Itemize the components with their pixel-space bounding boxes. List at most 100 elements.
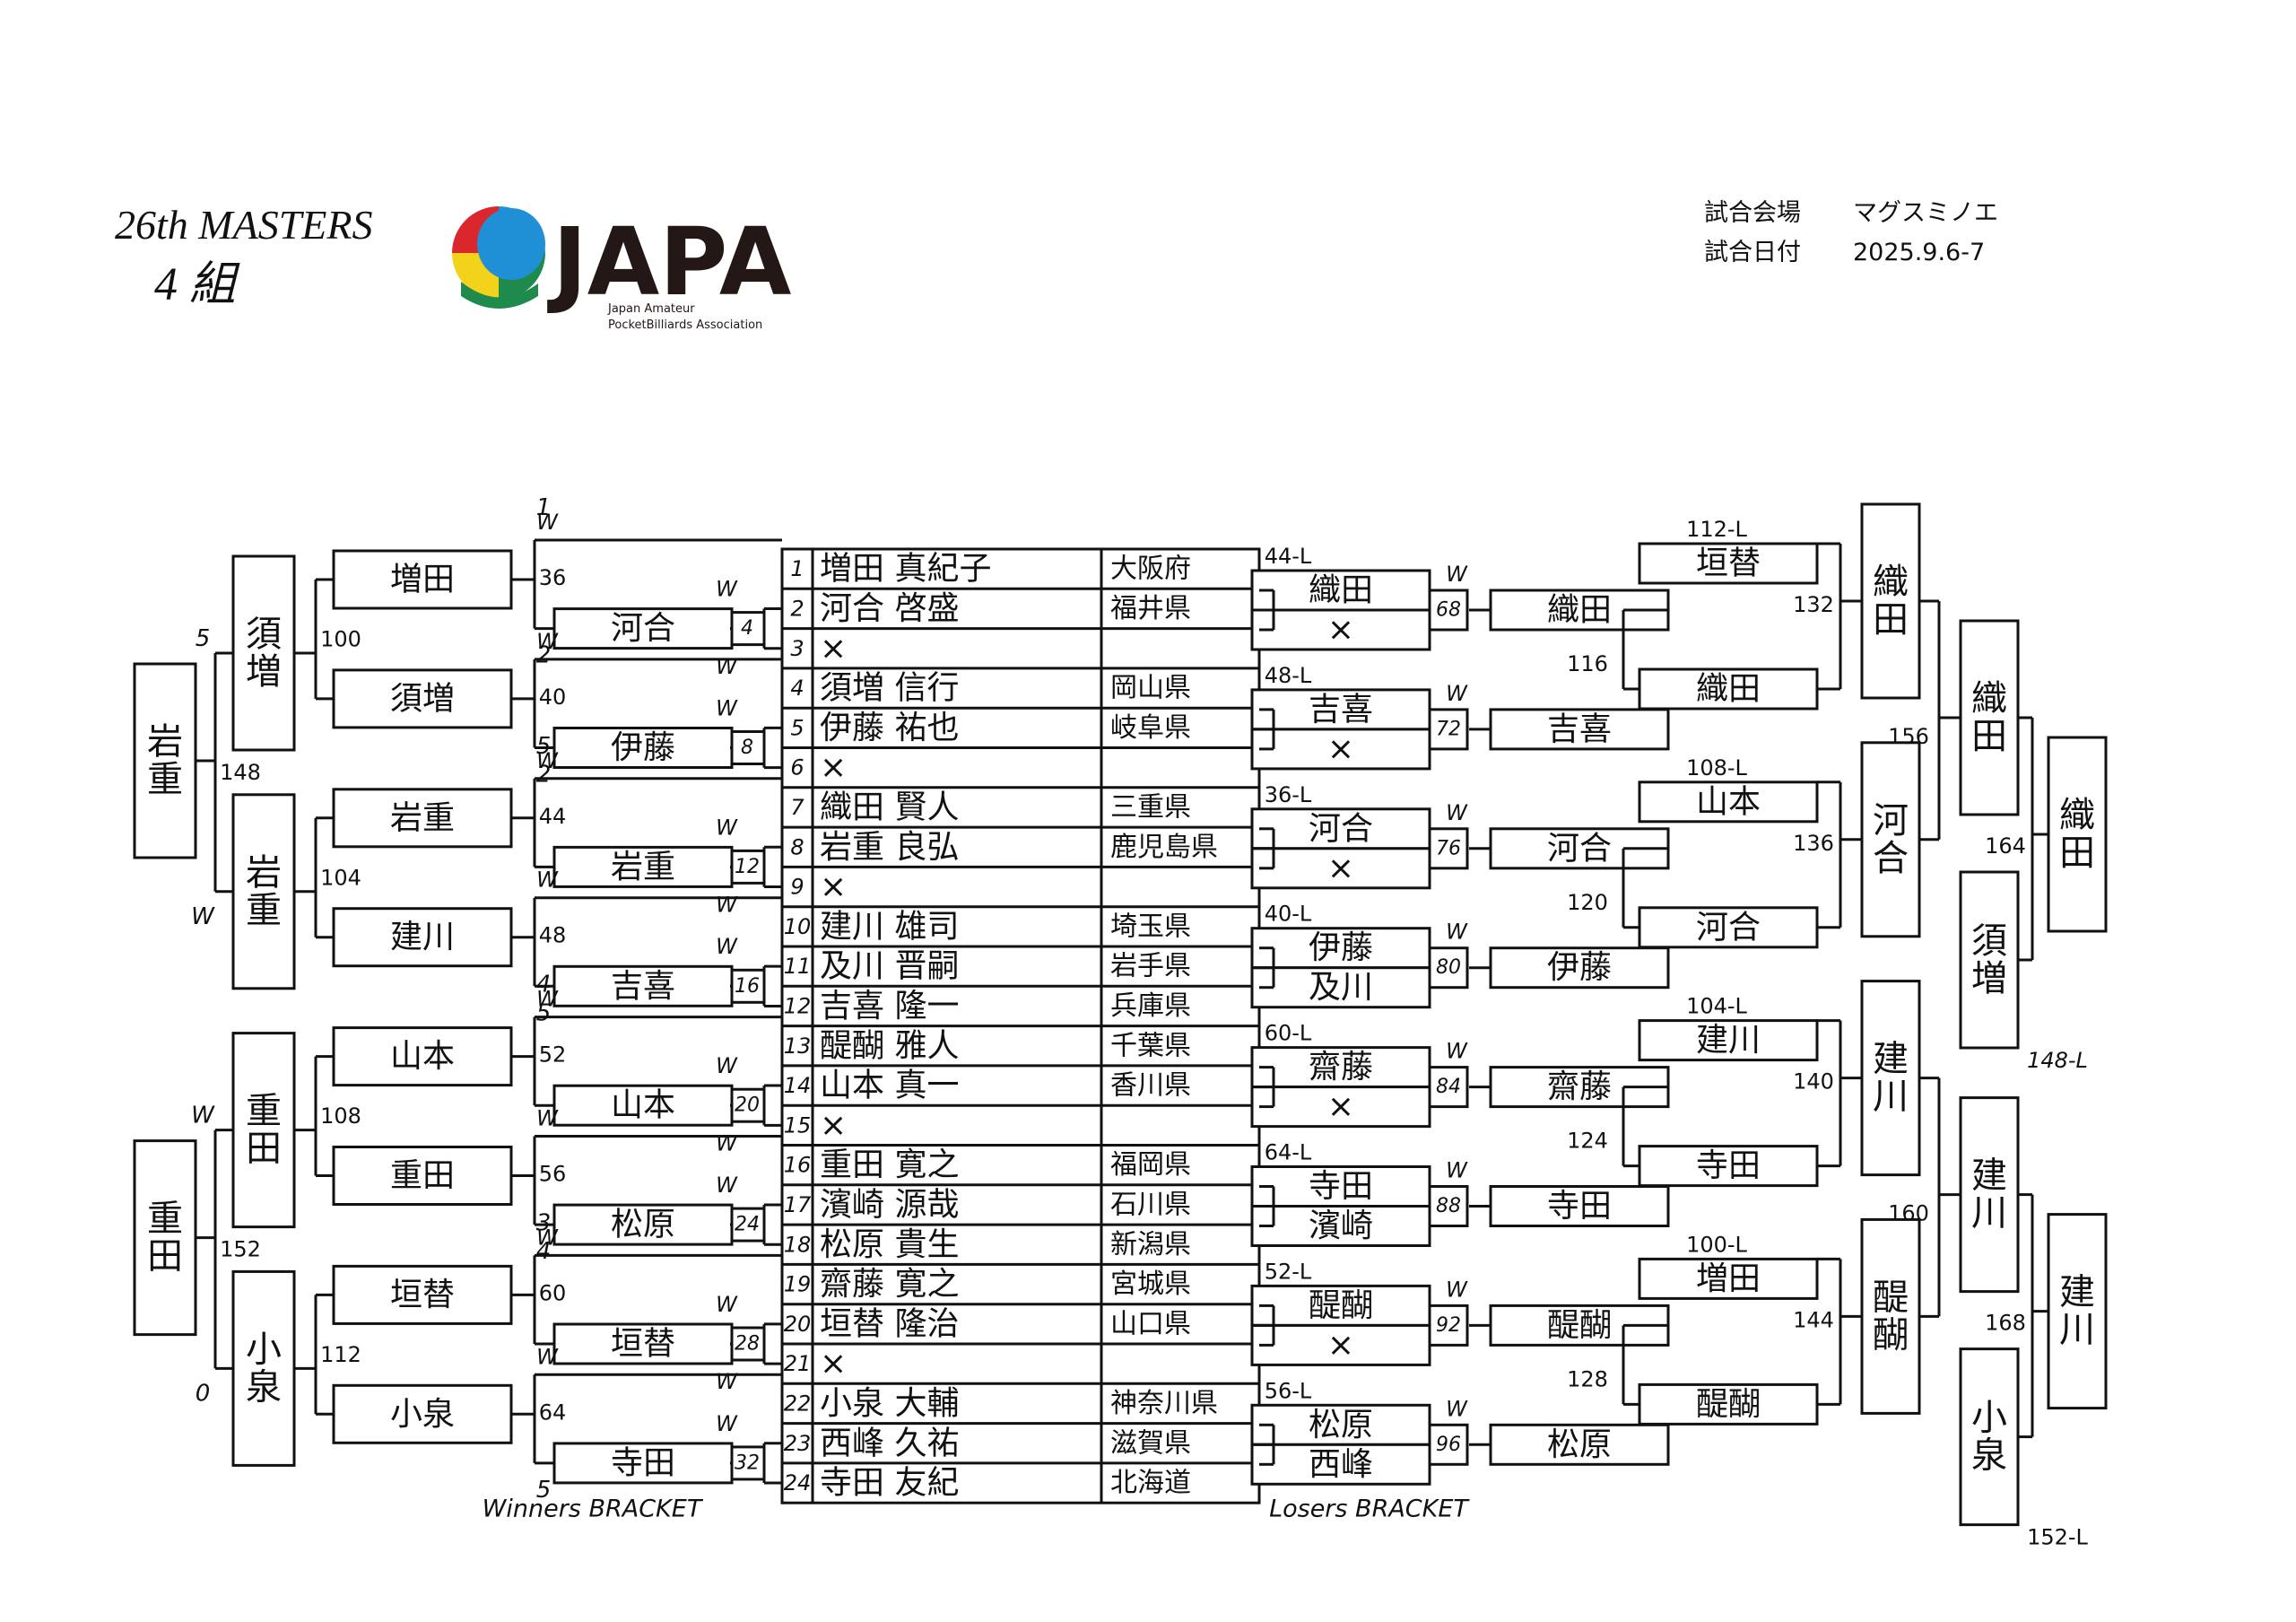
- semifinal-name-box: [231, 554, 296, 752]
- drop-name: 建川: [1696, 1022, 1761, 1059]
- loser-r3-vname: 醐: [1873, 1314, 1909, 1356]
- qualifier-name: 川: [2059, 1310, 2095, 1351]
- loser-r5-vname: 須: [1971, 920, 2007, 962]
- loser-name: 吉喜: [1309, 691, 1373, 728]
- seed-name: 垣替: [390, 1277, 455, 1313]
- winner-name: 岩重: [611, 849, 675, 885]
- seed-name-box: [332, 668, 513, 729]
- game-score: 1: [536, 494, 552, 521]
- match-number: 140: [1793, 1069, 1834, 1094]
- seed-name-box: [332, 907, 513, 968]
- match-number: 108: [320, 1103, 361, 1129]
- loser-r5-vbox: [1959, 1347, 2020, 1527]
- loser-name-box: [1250, 1205, 1431, 1247]
- loser-name: ×: [1327, 1327, 1354, 1364]
- match-number: 20: [735, 1094, 760, 1117]
- loser-r3-vname: 建: [1873, 1039, 1909, 1080]
- loser-name-box: [1250, 966, 1431, 1009]
- loser-r4-vname: 田: [1971, 716, 2007, 757]
- loser-r3-vname: 織: [1873, 562, 1909, 603]
- game-score: 0: [196, 1380, 211, 1407]
- win-mark: W: [1446, 800, 1468, 825]
- player-seed-number: 12: [784, 993, 812, 1018]
- match-number: 40: [539, 685, 567, 710]
- player-seed-number: 15: [784, 1112, 812, 1138]
- event-title: 26th MASTERS: [115, 202, 373, 248]
- player-name: 増田 真紀子: [820, 551, 991, 588]
- seed-name: 小泉: [390, 1396, 455, 1433]
- game-score: 3: [536, 1209, 552, 1236]
- win-mark: W: [1446, 562, 1468, 587]
- player-name: ×: [820, 1107, 847, 1144]
- drop-name-box: [1638, 1257, 1819, 1300]
- winner-name-box: [552, 1203, 734, 1246]
- win-mark: W: [536, 1344, 559, 1369]
- win-mark: W: [1446, 1158, 1468, 1183]
- final-name: 岩: [147, 721, 183, 763]
- match-number: 100: [320, 626, 361, 651]
- player-name: 濱崎 源哉: [820, 1186, 959, 1223]
- seed-name: 岩重: [390, 799, 455, 836]
- player-name: 山本 真一: [820, 1068, 959, 1104]
- match-number: 112: [320, 1342, 361, 1367]
- drop-in-label: 64-L: [1265, 1140, 1312, 1165]
- win-mark: W: [716, 1292, 738, 1317]
- semifinal-name: 小: [246, 1329, 282, 1370]
- loser-name: 松原: [1309, 1407, 1373, 1443]
- winner-name: 吉喜: [611, 968, 675, 1005]
- player-seed-number: 3: [790, 636, 804, 661]
- player-seed-number: 5: [790, 715, 804, 740]
- player-name: 松原 貴生: [820, 1226, 959, 1263]
- loser-r3-name-box: [1638, 667, 1819, 711]
- seed-name: 重田: [390, 1157, 455, 1194]
- loser-r5-vbox: [1959, 870, 2020, 1050]
- winners-bracket-caption: Winners BRACKET: [483, 1496, 704, 1523]
- match-number: 164: [1985, 833, 2026, 859]
- winner-name: 伊藤: [611, 729, 675, 766]
- match-number: 88: [1436, 1195, 1461, 1217]
- win-mark: W: [716, 695, 738, 720]
- player-name: 建川 雄司: [820, 908, 959, 945]
- seed-name: 須増: [390, 680, 455, 717]
- winner-name: 松原: [611, 1207, 675, 1243]
- player-seed-number: 20: [784, 1312, 812, 1337]
- final-name: 重: [147, 759, 183, 800]
- loser-name: 伊藤: [1309, 929, 1373, 966]
- loser-name-box: [1250, 728, 1431, 771]
- seed-name: 増田: [390, 562, 455, 598]
- loser-name: 齋藤: [1309, 1049, 1373, 1086]
- player-prefecture: 埼玉県: [1110, 911, 1191, 942]
- winner-name-box: [552, 607, 734, 650]
- match-number-box: [1428, 1304, 1469, 1347]
- win-mark: W: [716, 815, 738, 840]
- player-prefecture: 北海道: [1110, 1468, 1191, 1499]
- seed-name-box: [332, 1383, 513, 1444]
- match-number-box: [1428, 589, 1469, 632]
- match-number: 16: [735, 975, 760, 998]
- match-number: 60: [539, 1280, 567, 1305]
- venue-label: 試合会場: [1704, 199, 1801, 227]
- player-prefecture: 香川県: [1110, 1070, 1191, 1102]
- loser-name-box: [1250, 1284, 1431, 1327]
- match-number: 124: [1567, 1129, 1608, 1154]
- loser-name: 河合: [1309, 810, 1373, 847]
- logo-tagline-1: Japan Amateur: [607, 302, 695, 316]
- player-name: 織田 賢人: [820, 789, 959, 825]
- win-mark: W: [716, 1369, 738, 1394]
- drop-in-label: 112-L: [1686, 517, 1747, 542]
- loser-r3-vname: 河: [1873, 800, 1909, 842]
- win-mark: W: [536, 510, 559, 535]
- win-mark: W: [716, 1173, 738, 1198]
- winner-name: 河合: [611, 610, 675, 647]
- match-number: 52: [539, 1042, 567, 1068]
- semifinal-name: 田: [246, 1129, 282, 1170]
- player-prefecture: 福井県: [1110, 593, 1191, 624]
- loser-r5-vname: 増: [1971, 958, 2007, 999]
- player-seed-number: 6: [790, 755, 804, 780]
- loser-r2-name-box: [1489, 1185, 1670, 1227]
- match-number: 36: [539, 565, 567, 590]
- player-name: ×: [820, 630, 847, 667]
- match-number-box: [1428, 1423, 1469, 1466]
- semifinal-name: 岩: [246, 852, 282, 894]
- qualifier-name: 田: [2059, 833, 2095, 874]
